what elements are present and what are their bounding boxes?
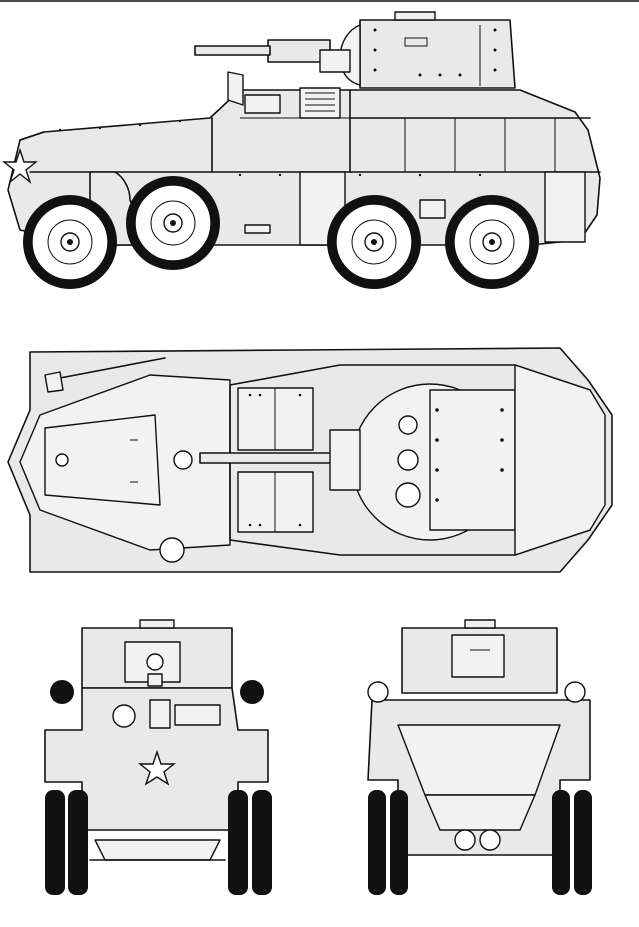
- side-wheel: [445, 195, 539, 289]
- star-emblem-icon: [138, 749, 176, 786]
- side-wheel: [23, 195, 117, 289]
- side-wheel: [327, 195, 421, 289]
- side-turret: [194, 11, 516, 89]
- side-wheel: [126, 176, 220, 270]
- front-headlamp: [240, 680, 264, 704]
- front-headlamp: [50, 680, 74, 704]
- front-view: [44, 619, 272, 895]
- side-hatch: [244, 94, 281, 114]
- star-emblem-icon: [2, 147, 38, 185]
- side-rails: [404, 118, 556, 172]
- rear-view: [367, 619, 592, 895]
- top-view: [7, 347, 613, 573]
- rear-lamp: [367, 681, 389, 703]
- side-view: [2, 11, 601, 289]
- rear-lamp: [564, 681, 586, 703]
